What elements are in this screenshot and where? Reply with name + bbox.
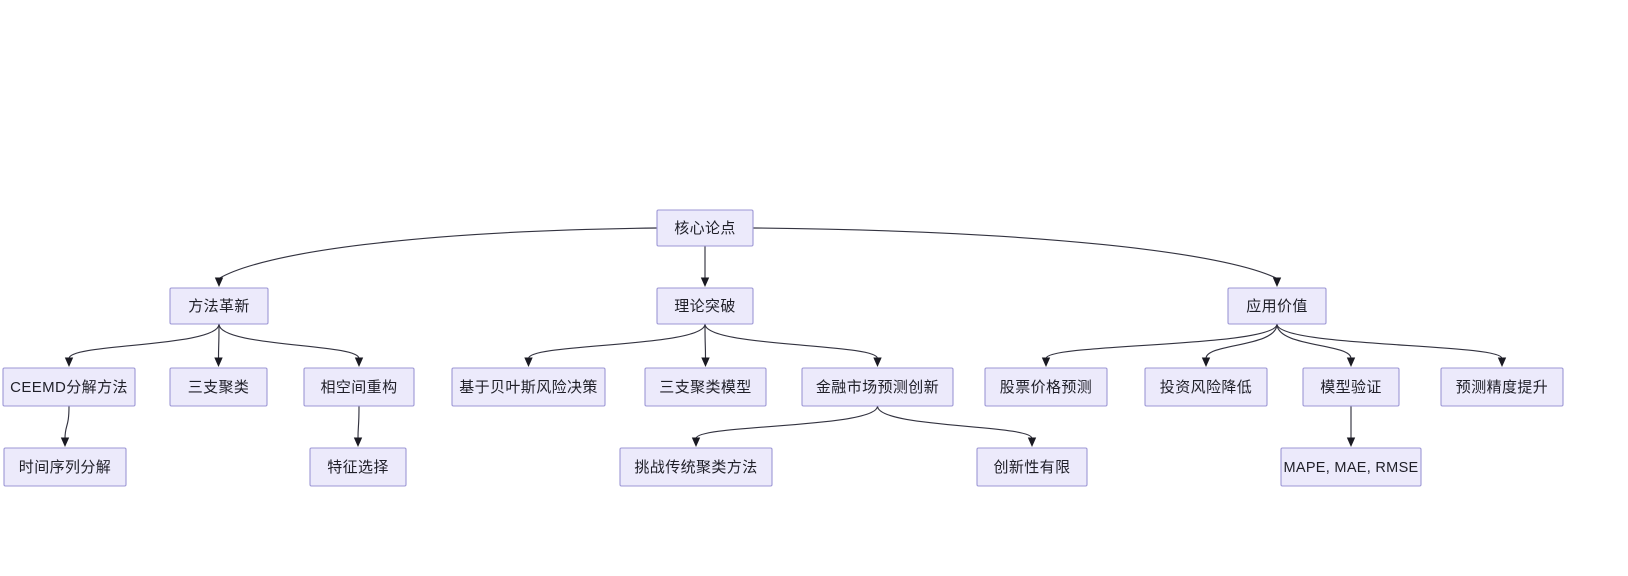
node-box-a2[interactable] xyxy=(169,367,268,407)
arrowhead-m1-to-a2 xyxy=(214,357,223,367)
node-box-m2[interactable] xyxy=(656,287,754,325)
node-a3[interactable]: 相空间重构 xyxy=(303,367,415,407)
node-m2[interactable]: 理论突破 xyxy=(656,287,754,325)
arrowhead-m1-to-a3 xyxy=(354,357,364,367)
node-c4[interactable]: 预测精度提升 xyxy=(1440,367,1564,407)
node-box-a1[interactable] xyxy=(2,367,136,407)
node-label-root: 核心论点 xyxy=(674,220,736,237)
node-root[interactable]: 核心论点 xyxy=(656,209,754,247)
edge-m1-to-a3 xyxy=(218,323,360,359)
arrowhead-m1-to-a1 xyxy=(64,357,74,367)
edge-m1-to-a2 xyxy=(217,323,220,359)
arrowhead-c3-to-c3a xyxy=(1346,437,1356,447)
node-box-b3a[interactable] xyxy=(619,447,773,487)
node-box-a3[interactable] xyxy=(303,367,415,407)
node-label-b3: 金融市场预测创新 xyxy=(816,379,939,396)
edge-b3-to-b3a xyxy=(695,405,879,440)
edge-m3-to-c4 xyxy=(1276,323,1503,360)
edge-m3-to-c1 xyxy=(1045,323,1278,360)
node-label-b2: 三支聚类模型 xyxy=(659,379,751,396)
edge-a3-to-a3a xyxy=(357,405,360,439)
node-a1a[interactable]: 时间序列分解 xyxy=(3,447,127,487)
node-box-b3b[interactable] xyxy=(976,447,1088,487)
edge-root-to-m1 xyxy=(218,227,658,279)
node-box-m1[interactable] xyxy=(169,287,269,325)
node-m1[interactable]: 方法革新 xyxy=(169,287,269,325)
arrowhead-b3-to-b3a xyxy=(691,437,701,447)
node-box-c4[interactable] xyxy=(1440,367,1564,407)
arrowhead-m3-to-c4 xyxy=(1497,357,1507,367)
arrowhead-root-to-m2 xyxy=(700,277,710,287)
node-label-m2: 理论突破 xyxy=(674,298,736,315)
node-box-b2[interactable] xyxy=(644,367,767,407)
arrowhead-m3-to-c3 xyxy=(1346,357,1356,367)
node-label-c3a: MAPE, MAE, RMSE xyxy=(1283,460,1418,476)
node-m3[interactable]: 应用价值 xyxy=(1227,287,1327,325)
node-box-c2[interactable] xyxy=(1144,367,1268,407)
node-b3a[interactable]: 挑战传统聚类方法 xyxy=(619,447,773,487)
edge-m2-to-b2 xyxy=(704,323,707,359)
arrowhead-a3-to-a3a xyxy=(353,437,363,447)
node-c1[interactable]: 股票价格预测 xyxy=(984,367,1108,407)
arrowhead-b3-to-b3b xyxy=(1027,437,1037,447)
node-b3[interactable]: 金融市场预测创新 xyxy=(801,367,954,407)
edge-m2-to-b3 xyxy=(704,323,879,360)
node-box-root[interactable] xyxy=(656,209,754,247)
node-label-m1: 方法革新 xyxy=(188,298,250,315)
node-label-a2: 三支聚类 xyxy=(188,379,250,396)
arrowhead-m3-to-c1 xyxy=(1041,357,1051,367)
node-box-a3a[interactable] xyxy=(309,447,407,487)
node-label-c4: 预测精度提升 xyxy=(1456,379,1548,396)
node-label-a1: CEEMD分解方法 xyxy=(10,379,128,396)
edge-m3-to-c2 xyxy=(1205,323,1278,359)
node-label-c3: 模型验证 xyxy=(1320,379,1382,396)
node-box-b1[interactable] xyxy=(451,367,606,407)
node-label-b3a: 挑战传统聚类方法 xyxy=(634,459,757,476)
node-box-c3a[interactable] xyxy=(1280,447,1422,487)
node-label-a3: 相空间重构 xyxy=(320,379,397,396)
node-box-c1[interactable] xyxy=(984,367,1108,407)
arrowhead-root-to-m1 xyxy=(214,277,224,287)
node-b3b[interactable]: 创新性有限 xyxy=(976,447,1088,487)
edge-a1-to-a1a xyxy=(64,405,70,439)
arrowhead-m2-to-b2 xyxy=(701,357,710,367)
node-label-b3b: 创新性有限 xyxy=(993,459,1070,476)
edge-m3-to-c3 xyxy=(1276,323,1352,359)
arrowhead-a1-to-a1a xyxy=(60,437,70,447)
arrowhead-m2-to-b1 xyxy=(524,357,533,367)
node-c2[interactable]: 投资风险降低 xyxy=(1144,367,1268,407)
node-box-m3[interactable] xyxy=(1227,287,1327,325)
node-label-a1a: 时间序列分解 xyxy=(19,459,111,476)
node-box-a1a[interactable] xyxy=(3,447,127,487)
arrowhead-m3-to-c2 xyxy=(1201,357,1211,367)
node-box-c3[interactable] xyxy=(1302,367,1400,407)
node-label-a3a: 特征选择 xyxy=(327,459,389,476)
node-label-b1: 基于贝叶斯风险决策 xyxy=(459,379,598,396)
node-label-m3: 应用价值 xyxy=(1246,297,1308,315)
edge-b3-to-b3b xyxy=(876,405,1033,440)
arrowhead-m2-to-b3 xyxy=(873,357,882,367)
node-c3[interactable]: 模型验证 xyxy=(1302,367,1400,407)
node-a1[interactable]: CEEMD分解方法 xyxy=(2,367,136,407)
node-a3a[interactable]: 特征选择 xyxy=(309,447,407,487)
node-c3a[interactable]: MAPE, MAE, RMSE xyxy=(1280,447,1422,487)
arrowhead-root-to-m3 xyxy=(1272,277,1282,287)
node-box-b3[interactable] xyxy=(801,367,954,407)
edge-root-to-m3 xyxy=(752,227,1278,280)
node-label-c1: 股票价格预测 xyxy=(1000,379,1092,396)
node-b1[interactable]: 基于贝叶斯风险决策 xyxy=(451,367,606,407)
edge-m2-to-b1 xyxy=(527,323,706,360)
node-b2[interactable]: 三支聚类模型 xyxy=(644,367,767,407)
node-a2[interactable]: 三支聚类 xyxy=(169,367,268,407)
edge-m1-to-a1 xyxy=(68,323,220,359)
edges-layer xyxy=(60,227,1507,447)
node-label-c2: 投资风险降低 xyxy=(1160,379,1252,396)
